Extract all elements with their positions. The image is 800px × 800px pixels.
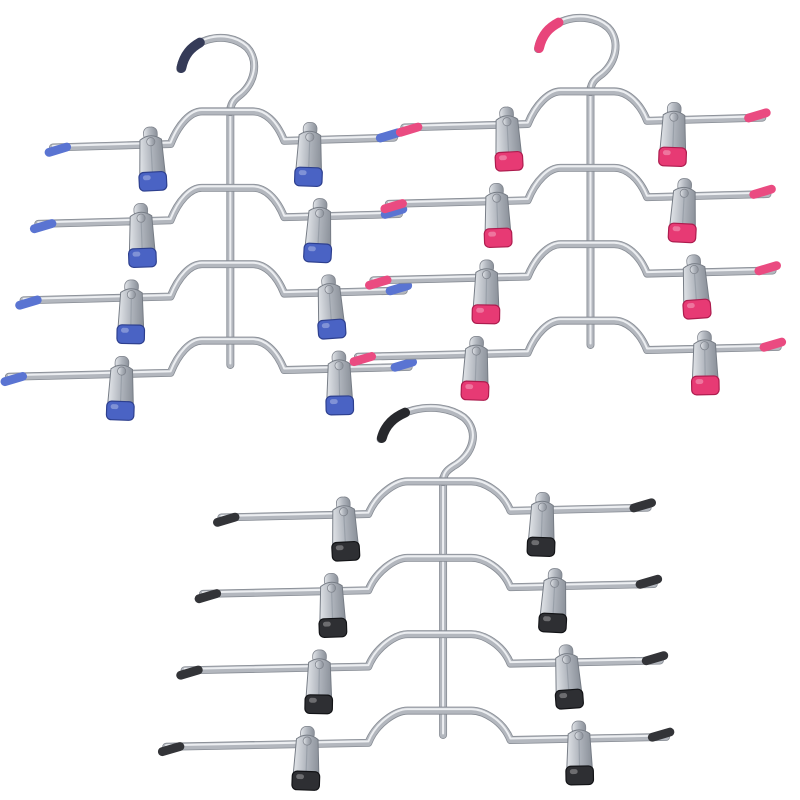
hanger-blue-bar-tip-right: [375, 128, 403, 143]
hanger-pink-clip: [460, 335, 490, 401]
hanger-black-clip: [526, 492, 556, 557]
hanger-blue-bar-tip-left: [44, 142, 72, 157]
hanger-pink-bar-tip-left: [395, 122, 423, 137]
hanger-black-clip: [318, 573, 348, 639]
hanger-black-bar-tip-left: [157, 742, 185, 757]
hanger-black-bar-tip-left: [176, 665, 203, 680]
hanger-pink: [349, 13, 787, 401]
hanger-black-bar-tip-right: [635, 574, 663, 589]
hanger-blue-bar-tip-right: [385, 281, 413, 296]
hanger-black-bar-tip-right: [641, 651, 669, 666]
hanger-black-clip: [565, 720, 595, 786]
hanger-pink-clip: [471, 259, 501, 325]
hanger-blue-clip: [293, 122, 323, 187]
hanger-blue-bar-tip-left: [0, 372, 27, 387]
hanger-pink-bar-tip-right: [744, 108, 771, 123]
hanger-black-clip: [554, 644, 584, 710]
hanger-pink-bar-tip-left: [349, 352, 377, 367]
hanger-pink-clip: [667, 178, 697, 244]
hanger-black-clip: [291, 725, 321, 791]
hanger-black-bar-tip-right: [629, 498, 656, 513]
hanger-blue-clip: [105, 355, 135, 421]
hanger-black-hook-tip: [376, 407, 411, 443]
hanger-black-clip: [538, 568, 568, 634]
hanger-pink-bar-tip-left: [365, 275, 392, 290]
hanger-blue-bar-tip-left: [15, 295, 42, 310]
hanger-pink-clip: [682, 254, 712, 320]
hanger-pink-clip: [494, 106, 524, 172]
hanger-blue-hook-tip: [176, 37, 205, 73]
hanger-pink-bar-tip-right: [759, 337, 787, 352]
hanger-pink-clip: [690, 330, 720, 396]
hanger-blue-bar-tip-right: [390, 357, 418, 372]
hanger-blue-clip: [317, 274, 347, 340]
hanger-pink-hook-tip: [534, 17, 564, 53]
hanger-black: [157, 403, 675, 791]
hanger-blue-clip: [127, 203, 157, 269]
hanger-blue-bar-tip-right: [380, 204, 408, 219]
hanger-pink-bar-tip-right: [754, 261, 781, 276]
hanger-blue-clip: [303, 198, 333, 264]
hanger-pink-bar-tip-left: [380, 199, 407, 214]
hanger-blue-bar-tip-left: [29, 219, 57, 234]
hanger-blue: [0, 33, 418, 421]
hanger-blue-clip: [138, 126, 168, 192]
hanger-pink-clip: [483, 183, 513, 249]
hanger-black-bar-tip-left: [194, 589, 222, 604]
hanger-pink-clip: [658, 102, 688, 167]
hanger-black-bar-tip-right: [647, 727, 675, 742]
hanger-black-clip: [304, 649, 334, 715]
hanger-black-bar-tip-left: [213, 512, 240, 527]
hanger-blue-clip: [325, 350, 355, 416]
hanger-pink-bar-tip-right: [749, 184, 776, 199]
hanger-black-clip: [331, 496, 361, 562]
hanger-blue-clip: [116, 279, 146, 345]
